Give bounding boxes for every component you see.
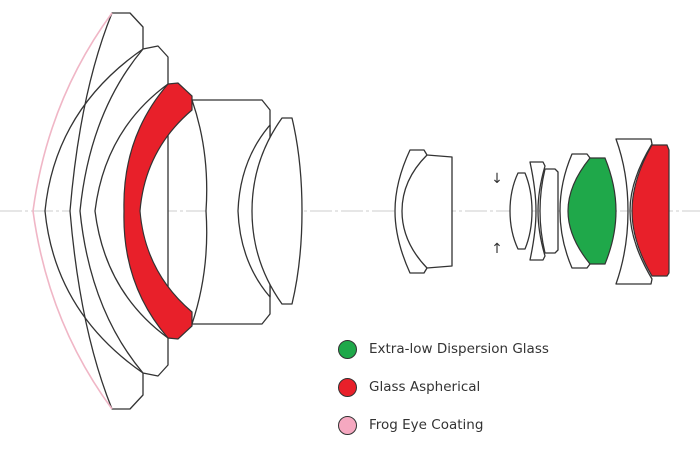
lens-element-2-rear (94, 83, 169, 339)
legend-item-aspherical: Glass Aspherical (338, 368, 549, 406)
ed-glass-element (567, 157, 617, 265)
aspherical-element-front (123, 82, 193, 340)
ed-glass-swatch-icon (338, 339, 357, 359)
focus-arrow-top-icon: ↓ (491, 171, 503, 187)
lens-element-1-rear (44, 48, 144, 374)
rear-element-a-inner (401, 154, 428, 269)
rear-element-b (509, 172, 533, 250)
legend-item-frog-eye: Frog Eye Coating (338, 406, 549, 444)
legend: Extra-low Dispersion Glass Glass Aspheri… (338, 330, 549, 444)
focus-arrow-bottom-icon: ↑ (491, 241, 503, 257)
rear-element-a (394, 149, 453, 274)
legend-label: Frog Eye Coating (369, 417, 484, 433)
rear-element-d (539, 168, 559, 254)
legend-label: Extra-low Dispersion Glass (369, 341, 549, 357)
frog-eye-swatch-icon (338, 415, 357, 435)
legend-label: Glass Aspherical (369, 379, 481, 395)
aspherical-swatch-icon (338, 377, 357, 397)
rear-element-f (615, 138, 653, 285)
aspherical-element-rear (631, 144, 670, 277)
lens-element-6 (251, 117, 303, 305)
legend-item-ed-glass: Extra-low Dispersion Glass (338, 330, 549, 368)
rear-element-c (529, 161, 546, 261)
frog-eye-coating (32, 12, 113, 410)
